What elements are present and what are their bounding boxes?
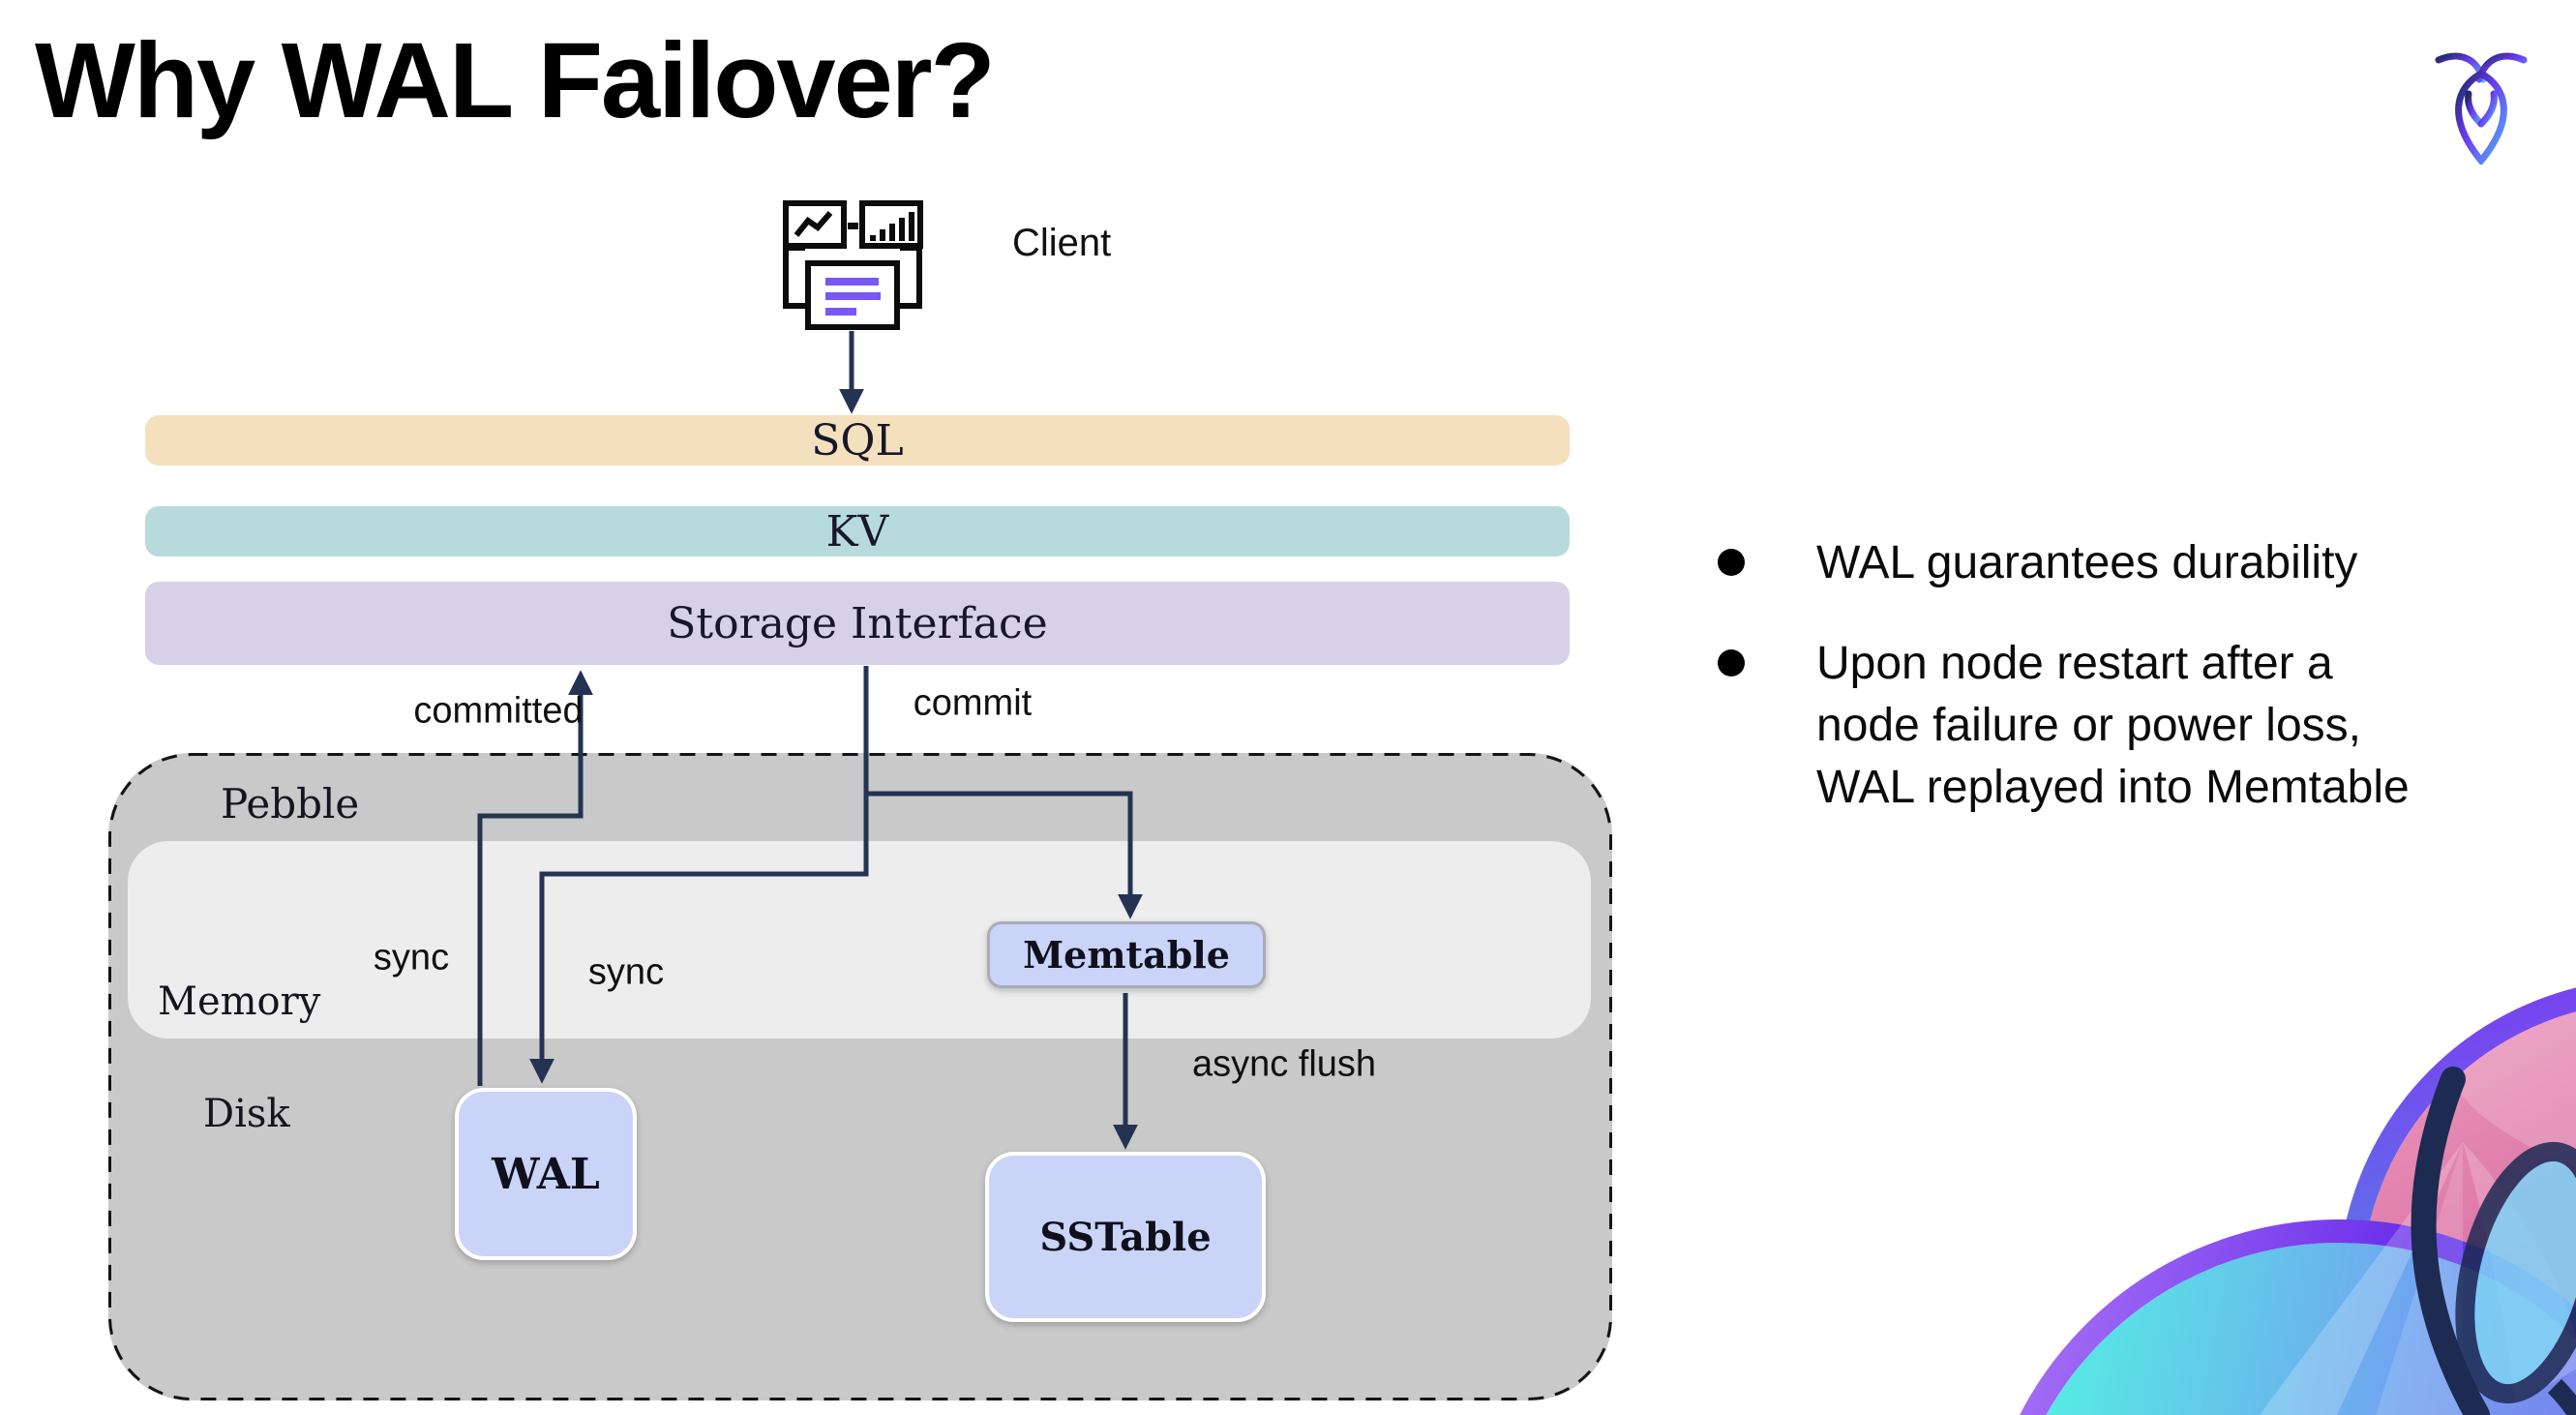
edge-label-committed: committed	[413, 690, 584, 732]
memtable-label: Memtable	[1023, 933, 1230, 977]
layer-label-sql: SQL	[811, 415, 904, 466]
bar-chart-monitor-icon	[859, 200, 923, 249]
disk-label: Disk	[203, 1092, 290, 1136]
wal-label: WAL	[492, 1149, 600, 1199]
layer-bar-kv: KV	[145, 506, 1570, 557]
client-label: Client	[1012, 222, 1112, 264]
edge-label-sync-right: sync	[587, 951, 665, 993]
bullet-list: WAL guarantees durability Upon node rest…	[1716, 532, 2432, 819]
sstable-label: SSTable	[1039, 1214, 1212, 1260]
document-icon	[783, 245, 922, 330]
page-title: Why WAL Failover?	[35, 21, 996, 140]
edge-label-async-flush: async flush	[1191, 1043, 1377, 1085]
wal-box: WAL	[455, 1088, 637, 1260]
layer-label-storage-interface: Storage Interface	[667, 598, 1048, 648]
memory-label: Memory	[158, 979, 321, 1024]
brand-artwork	[2020, 987, 2576, 1415]
sstable-box: SSTable	[985, 1152, 1266, 1322]
client-workstation-icon	[783, 200, 923, 330]
pebble-label: Pebble	[221, 780, 360, 828]
edge-label-sync-left: sync	[373, 937, 450, 978]
layer-label-kv: KV	[825, 506, 889, 557]
dash-connector	[848, 223, 858, 229]
edge-label-commit: commit	[913, 682, 1033, 724]
layer-bar-sql: SQL	[145, 415, 1570, 466]
bullet-item: Upon node restart after a node failure o…	[1716, 633, 2432, 819]
chart-monitor-icon	[783, 200, 847, 249]
layer-bar-storage-interface: Storage Interface	[145, 582, 1570, 665]
cockroachdb-logo-icon	[2435, 52, 2528, 165]
bullet-item: WAL guarantees durability	[1716, 532, 2432, 594]
memtable-box: Memtable	[987, 921, 1266, 988]
memory-region	[128, 841, 1591, 1039]
